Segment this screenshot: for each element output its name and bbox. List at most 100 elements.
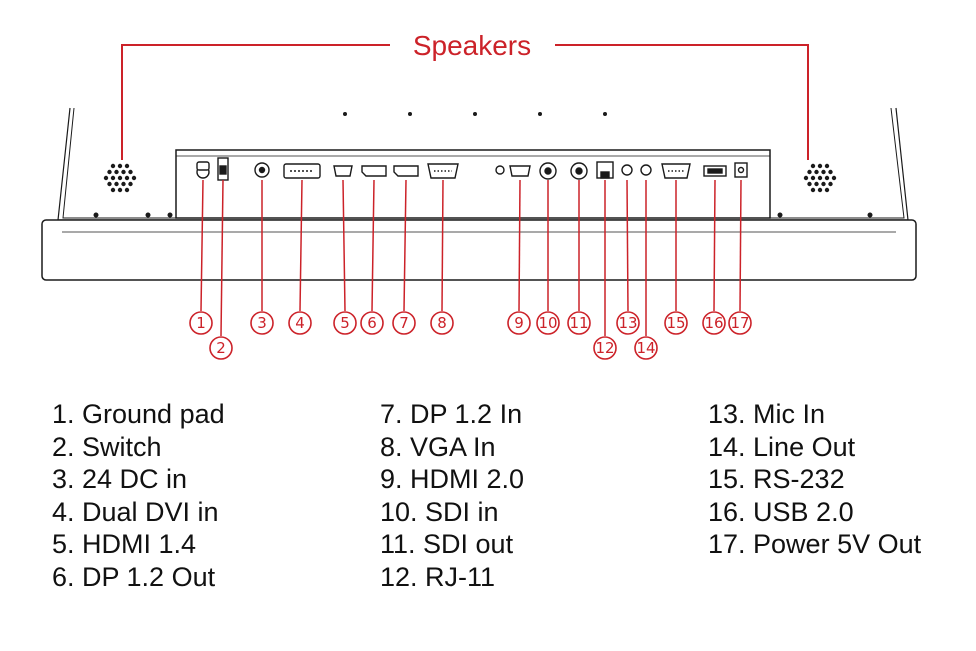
port-vga: [427, 163, 459, 179]
port-dual-dvi: [283, 163, 321, 179]
port-dp-in: [393, 165, 419, 177]
callout-circle: [728, 311, 752, 335]
speaker-grille-right: [803, 163, 837, 193]
callout-circle: [664, 311, 688, 335]
port-rs232: [661, 163, 691, 179]
callout-17: 17: [728, 311, 752, 335]
leader-line: [371, 179, 375, 312]
port-hdmi-20: [509, 165, 531, 177]
callout-circle: [392, 311, 416, 335]
legend-item: 14. Line Out: [708, 431, 856, 462]
callout-number: 3: [257, 314, 267, 332]
callout-number: 6: [367, 314, 377, 332]
port-dp-out: [361, 165, 387, 177]
callout-9: 9: [507, 311, 531, 335]
legend-item: 16. USB 2.0: [708, 496, 854, 527]
speaker-grille-left: [103, 163, 137, 193]
callout-circle: [333, 311, 357, 335]
port-sdi-out: [570, 162, 588, 180]
callout-circle: [616, 311, 640, 335]
port-mic-in: [621, 164, 633, 176]
callout-15: 15: [664, 311, 688, 335]
callout-3: 3: [250, 311, 274, 335]
monitor-diagram: Speakers: [41, 30, 917, 360]
speakers-title: Speakers: [413, 30, 531, 61]
callout-13: 13: [616, 311, 640, 335]
callout-number: 9: [514, 314, 524, 332]
callout-circle: [360, 311, 384, 335]
port-panel: [196, 157, 748, 181]
port-line-out: [640, 164, 652, 176]
port-sdi-in: [539, 162, 557, 180]
port-screw: [495, 165, 505, 175]
callout-circle: [536, 311, 560, 335]
callout-4: 4: [288, 311, 312, 335]
callout-number: 15: [666, 314, 685, 332]
legend-item: 2. Switch: [52, 431, 162, 462]
callout-circle: [209, 336, 233, 360]
legend-item: 10. SDI in: [380, 496, 499, 527]
callout-circle: [702, 311, 726, 335]
callout-circle: [189, 311, 213, 335]
legend-item: 15. RS-232: [708, 464, 845, 495]
leader-line: [441, 179, 444, 312]
legend-item: 17. Power 5V Out: [708, 529, 922, 560]
callout-8: 8: [430, 311, 454, 335]
port-ground-pad: [196, 161, 210, 179]
callout-circle: [593, 336, 617, 360]
leader-line: [626, 179, 629, 312]
callout-number: 8: [437, 314, 447, 332]
callout-12: 12: [593, 336, 617, 360]
legend-item: 8. VGA In: [380, 431, 496, 462]
leader-line: [299, 179, 303, 312]
callout-circle: [430, 311, 454, 335]
callout-number: 12: [595, 339, 614, 357]
callout-number: 7: [399, 314, 409, 332]
leader-line: [518, 179, 521, 312]
screw-holes: [93, 112, 873, 218]
callout-circle: [250, 311, 274, 335]
port-power-5v: [734, 162, 748, 178]
callout-14: 14: [634, 336, 658, 360]
callout-number: 5: [340, 314, 350, 332]
leader-line: [739, 179, 742, 312]
callout-number: 2: [216, 339, 226, 357]
callout-number: 11: [569, 314, 588, 332]
callout-16: 16: [702, 311, 726, 335]
callout-circle: [567, 311, 591, 335]
monitor-body: [41, 107, 917, 281]
legend-item: 1. Ground pad: [52, 399, 225, 429]
callout-number: 4: [295, 314, 305, 332]
port-usb: [703, 165, 727, 177]
callout-number: 1: [196, 314, 206, 332]
port-switch: [217, 157, 229, 181]
legend-item: 12. RJ-11: [380, 561, 496, 592]
callout-number: 16: [704, 314, 723, 332]
callout-number: 17: [730, 314, 749, 332]
port-dc-in: [254, 162, 270, 178]
port-hdmi-14: [333, 165, 353, 177]
callout-circle: [288, 311, 312, 335]
leader-line: [200, 179, 204, 312]
callout-5: 5: [333, 311, 357, 335]
callout-circle: [634, 336, 658, 360]
callout-11: 11: [567, 311, 591, 335]
leader-line: [403, 179, 407, 312]
legend-item: 7. DP 1.2 In: [380, 399, 523, 429]
leader-line: [220, 179, 224, 337]
callout-circle: [507, 311, 531, 335]
leader-line: [713, 179, 716, 312]
legend-item: 5. HDMI 1.4: [52, 529, 197, 560]
legend-item: 6. DP 1.2 Out: [52, 561, 216, 592]
legend-item: 11. SDI out: [380, 529, 514, 560]
callout-10: 10: [536, 311, 560, 335]
callout-number: 10: [538, 314, 557, 332]
callout-7: 7: [392, 311, 416, 335]
callout-2: 2: [209, 336, 233, 360]
callout-leaders: [200, 179, 742, 337]
speakers-bracket: [121, 44, 809, 160]
